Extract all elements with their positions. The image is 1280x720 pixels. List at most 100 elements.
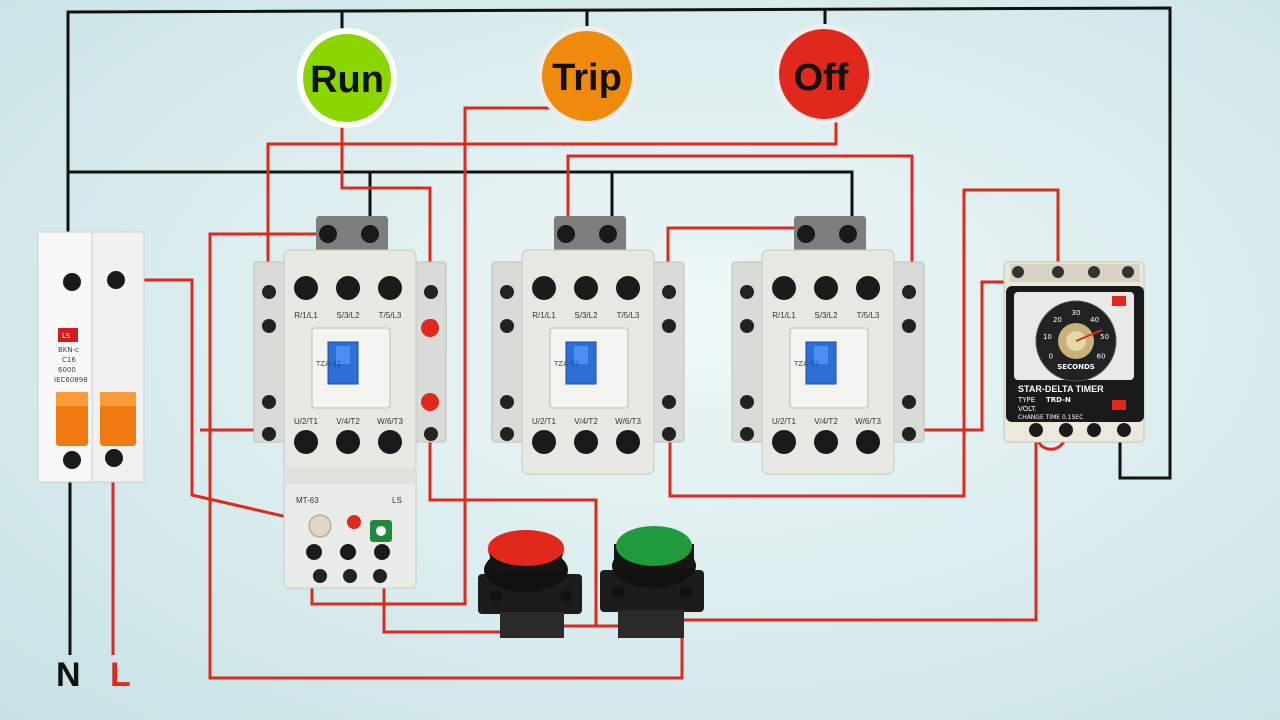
timer-tick-label: 0: [1049, 353, 1053, 361]
contactor-load-terminal: [856, 430, 880, 454]
contactor-line-terminal-label: T/5/L3: [617, 311, 640, 320]
timer-terminal-2: [1059, 423, 1073, 437]
timer-tick-label: 50: [1100, 333, 1109, 341]
mcb-terminal-n-top: [63, 273, 81, 291]
overload-dial[interactable]: [308, 514, 332, 538]
off-lamp-label: Off: [794, 57, 849, 99]
timer-terminal-3: [1087, 423, 1101, 437]
red-wire-start-timer: [682, 430, 1038, 622]
start-push-button[interactable]: [600, 526, 704, 638]
contactor-coil-terminal-a1: [319, 225, 337, 243]
contactor-aux-right-terminal: [662, 395, 676, 409]
red-wire-k2-k3-interlock: [668, 188, 1060, 498]
neutral-label: N: [56, 656, 81, 694]
contactor-load-terminal: [336, 430, 360, 454]
mcb-terminal-l-top: [107, 271, 125, 289]
neutral-wires: [66, 6, 1172, 655]
line-label: L: [110, 656, 131, 694]
contactor-aux-right-terminal: [902, 395, 916, 409]
contactor-line-terminal: [616, 276, 640, 300]
contactor-line-terminal: [814, 276, 838, 300]
timer-tick-label: 30: [1072, 309, 1081, 317]
trip-lamp-face: [542, 31, 632, 121]
contactor-aux-left-terminal: [262, 427, 276, 441]
contactor-load-terminal-label: U/2/T1: [532, 417, 557, 426]
contactor-line-terminal: [574, 276, 598, 300]
contactor-model-label: TZA-32: [553, 360, 579, 368]
contactor-aux-right-terminal: [902, 427, 916, 441]
timer-tick-label: 40: [1090, 316, 1099, 324]
contactor-line-terminal-label: R/1/L1: [532, 311, 556, 320]
mcb-rating-label: C16: [62, 356, 76, 364]
timer-type-label: TYPE: [1017, 396, 1035, 404]
run-lamp: Run: [297, 28, 397, 128]
red-wire-trip-lamp: [310, 106, 550, 606]
stop-push-button[interactable]: [478, 530, 582, 638]
contactor-load-terminal: [294, 430, 318, 454]
contactor-model-label: TZA-32: [315, 360, 341, 368]
contactor-load-terminal: [574, 430, 598, 454]
trip-lamp: Trip: [537, 26, 637, 126]
overload-trip-indicator: [347, 515, 361, 529]
contactor-load-terminal: [772, 430, 796, 454]
mcb-model-label: BKN-c: [58, 346, 79, 354]
overload-terminal-2: [340, 544, 356, 560]
contactor-line-terminal: [772, 276, 796, 300]
mcb-brand-label: LS: [62, 332, 71, 340]
run-lamp-label: Run: [310, 59, 384, 101]
contactor-aux-left-terminal: [740, 285, 754, 299]
contactor-armature-top: [814, 346, 828, 364]
timer-indicator-top: [1112, 296, 1126, 306]
contactor-aux-right-terminal: [662, 285, 676, 299]
contactor-line-terminal: [336, 276, 360, 300]
contactor-load-terminal: [616, 430, 640, 454]
k1-aux-red-dot-1: [421, 319, 439, 337]
contactor-aux-left-terminal: [500, 285, 514, 299]
contactor-aux-right-terminal: [424, 285, 438, 299]
trip-lamp-label: Trip: [552, 57, 622, 99]
contactor-load-terminal-label: W/6/T3: [377, 417, 403, 426]
timer-tick-label: 60: [1097, 353, 1106, 361]
contactor-aux-left-terminal: [262, 319, 276, 333]
red-wire-k1-aux: [266, 122, 838, 290]
contactor-line-terminal-label: S/3/L2: [814, 311, 838, 320]
contactor-coil-terminal-a2: [599, 225, 617, 243]
contactor-aux-left-terminal: [740, 427, 754, 441]
contactor-aux-right-terminal: [662, 319, 676, 333]
contactor-line-terminal-label: S/3/L2: [336, 311, 360, 320]
k1-aux-red-dot-2: [421, 393, 439, 411]
contactor-coil-terminal-a2: [839, 225, 857, 243]
contactor-aux-left-terminal: [740, 319, 754, 333]
mcb-standard-label: IEC60898: [54, 376, 88, 384]
stop-button-top[interactable]: [488, 530, 564, 566]
start-button-top[interactable]: [616, 526, 692, 566]
contactor-line-terminal-label: R/1/L1: [294, 311, 318, 320]
contactor-load-terminal-label: W/6/T3: [615, 417, 641, 426]
contactor-model-label: TZA-32: [793, 360, 819, 368]
contactor-line-terminal: [532, 276, 556, 300]
overload-brand-label: LS: [392, 496, 402, 505]
red-wire-k1-no: [428, 400, 598, 626]
contactor-coil-terminal-a1: [557, 225, 575, 243]
overload-terminal-3: [374, 544, 390, 560]
contactor-aux-left-terminal: [262, 395, 276, 409]
contactor-load-terminal-label: U/2/T1: [294, 417, 319, 426]
off-lamp-face: [779, 29, 869, 119]
contactor-aux-left-terminal: [500, 319, 514, 333]
contactor-load-terminal: [814, 430, 838, 454]
timer-tick-label: 10: [1043, 333, 1052, 341]
circuit-breaker: LS BKN-c C16 6000 IEC60898: [37, 231, 145, 483]
red-wire-k1-coil-a1: [208, 232, 684, 680]
mcb-terminal-n-bottom: [63, 451, 81, 469]
run-lamp-face: [303, 34, 391, 122]
contactor-aux-right-terminal: [902, 285, 916, 299]
timer-terminal-4: [1117, 423, 1131, 437]
contactor-aux-right-terminal: [662, 427, 676, 441]
contactor-aux-left-terminal: [500, 427, 514, 441]
contactor-aux-right-terminal: [902, 319, 916, 333]
overload-terminal-1: [306, 544, 322, 560]
